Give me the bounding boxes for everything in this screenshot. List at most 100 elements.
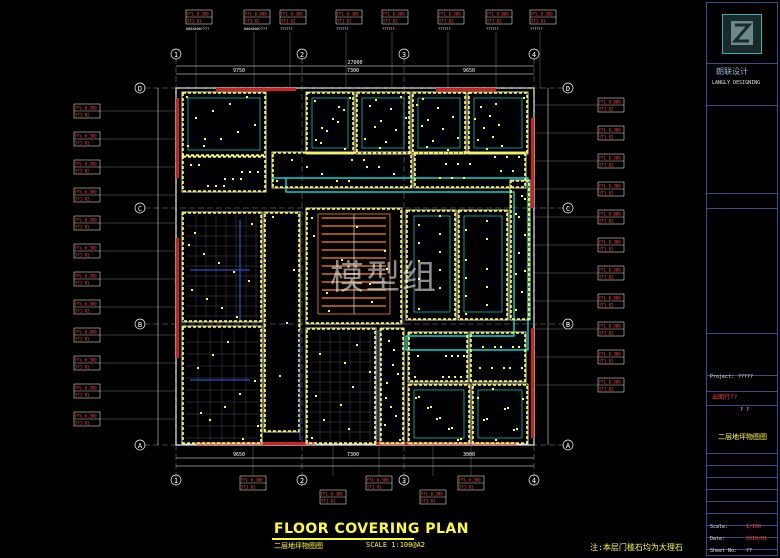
floor-marker bbox=[445, 163, 447, 165]
room-outline bbox=[181, 325, 263, 445]
floor-marker bbox=[200, 412, 202, 414]
floor-marker bbox=[405, 117, 407, 119]
floor-marker bbox=[323, 419, 325, 421]
grid-label-bottom: 4 bbox=[532, 477, 536, 485]
floor-hatch-border bbox=[272, 152, 412, 188]
floor-hatch-border bbox=[182, 92, 266, 156]
room-outline bbox=[457, 209, 509, 321]
floor-marker bbox=[518, 216, 520, 218]
tag-right-mat: ST1 01 bbox=[599, 275, 614, 280]
floor-hatch-border bbox=[458, 210, 508, 320]
grid-label-right: C bbox=[566, 205, 570, 213]
floor-marker bbox=[501, 145, 503, 147]
floor-marker bbox=[315, 395, 317, 397]
room-outline bbox=[305, 327, 377, 445]
floor-marker bbox=[399, 439, 401, 441]
plan-scale: SCALE 1:100@A2 bbox=[366, 541, 426, 549]
tag-left-mat: ST1 01 bbox=[75, 141, 90, 146]
grid-bubble bbox=[134, 202, 146, 214]
tag-bottom-ffl: FFL 0.300 bbox=[421, 492, 443, 497]
floor-marker bbox=[349, 97, 351, 99]
exterior-wall-red bbox=[196, 442, 316, 445]
dim-text: 9650 bbox=[233, 452, 245, 458]
floor-marker bbox=[341, 259, 343, 261]
tag-right-ffl: FFL 0.300 bbox=[599, 324, 621, 329]
tag-left-ffl: FFL 0.300 bbox=[75, 190, 97, 195]
grid-bubble bbox=[398, 474, 410, 486]
floor-marker bbox=[198, 164, 200, 166]
project-label: Project: bbox=[710, 374, 735, 380]
floor-marker bbox=[236, 316, 238, 318]
tag-left-ffl: FFL 0.300 bbox=[75, 274, 97, 279]
drawing-title: 二层地坪物图图 bbox=[718, 433, 767, 441]
revision: ? ? bbox=[740, 407, 750, 413]
tag-right-mat: ST1 01 bbox=[599, 219, 614, 224]
tag-bottom-mat: ST1 01 bbox=[241, 485, 256, 490]
floor-frame-cyan bbox=[413, 215, 451, 313]
floor-marker bbox=[427, 119, 429, 121]
floor-marker bbox=[442, 128, 444, 130]
floor-marker bbox=[486, 148, 488, 150]
floor-marker bbox=[463, 355, 465, 357]
floor-marker bbox=[451, 355, 453, 357]
floor-marker bbox=[492, 388, 494, 390]
floor-marker bbox=[439, 287, 441, 289]
grid-bubble bbox=[528, 48, 540, 60]
floor-marker bbox=[465, 259, 467, 261]
floor-marker bbox=[442, 376, 444, 378]
floor-marker bbox=[212, 110, 214, 112]
floor-marker bbox=[518, 156, 520, 158]
floor-marker bbox=[336, 180, 338, 182]
floor-marker bbox=[477, 139, 479, 141]
tag-top-ffl: FFL 0.300 bbox=[383, 12, 405, 17]
floor-frame-cyan bbox=[413, 389, 465, 439]
floor-marker bbox=[483, 419, 485, 421]
floor-marker bbox=[233, 271, 235, 273]
tag-left-mat: ST1 01 bbox=[75, 281, 90, 286]
floor-hatch-border bbox=[182, 156, 266, 192]
tag-right-ffl: FFL 0.300 bbox=[599, 268, 621, 273]
floor-marker bbox=[240, 178, 242, 180]
tag-left-ffl: FFL 0.300 bbox=[75, 358, 97, 363]
room-outline bbox=[305, 91, 355, 155]
floor-marker bbox=[344, 362, 346, 364]
floor-marker bbox=[418, 260, 420, 262]
grid-label-top: 3 bbox=[402, 51, 406, 59]
floor-marker bbox=[479, 367, 481, 369]
tag-top-ffl: FFL 0.300 bbox=[531, 12, 553, 17]
tag-top-ffl: FFL 0.300 bbox=[337, 12, 359, 17]
floor-marker bbox=[491, 367, 493, 369]
tag-right-mat: ST1 02 bbox=[599, 303, 614, 308]
floor-marker bbox=[515, 273, 517, 275]
floor-marker bbox=[415, 397, 417, 399]
floor-marker bbox=[524, 234, 526, 236]
tag-left-ffl: FFL 0.300 bbox=[75, 162, 97, 167]
title-block bbox=[706, 2, 778, 556]
floor-hatch-border bbox=[406, 210, 456, 320]
floor-marker bbox=[254, 124, 256, 126]
floor-hatch-border bbox=[306, 92, 354, 154]
floor-marker bbox=[356, 226, 358, 228]
floor-marker bbox=[276, 180, 278, 182]
tag-left-ffl: FFL 0.300 bbox=[75, 246, 97, 251]
floor-marker bbox=[448, 428, 450, 430]
floor-frame-cyan bbox=[477, 389, 523, 439]
floor-marker bbox=[448, 376, 450, 378]
floor-marker bbox=[229, 103, 231, 105]
floor-hatch-border bbox=[182, 212, 262, 322]
floor-marker bbox=[486, 286, 488, 288]
floor-marker bbox=[392, 364, 394, 366]
floor-hatch-border bbox=[510, 180, 530, 320]
tag-top-mat: ST1 01 bbox=[187, 19, 202, 24]
floor-marker bbox=[451, 427, 453, 429]
exterior-wall-red bbox=[531, 118, 534, 208]
exterior-wall-red bbox=[436, 88, 496, 91]
floor-marker bbox=[369, 283, 371, 285]
floor-marker bbox=[416, 104, 418, 106]
floor-marker bbox=[523, 97, 525, 99]
floor-marker bbox=[521, 291, 523, 293]
floor-marker bbox=[195, 117, 197, 119]
floor-marker bbox=[337, 121, 339, 123]
